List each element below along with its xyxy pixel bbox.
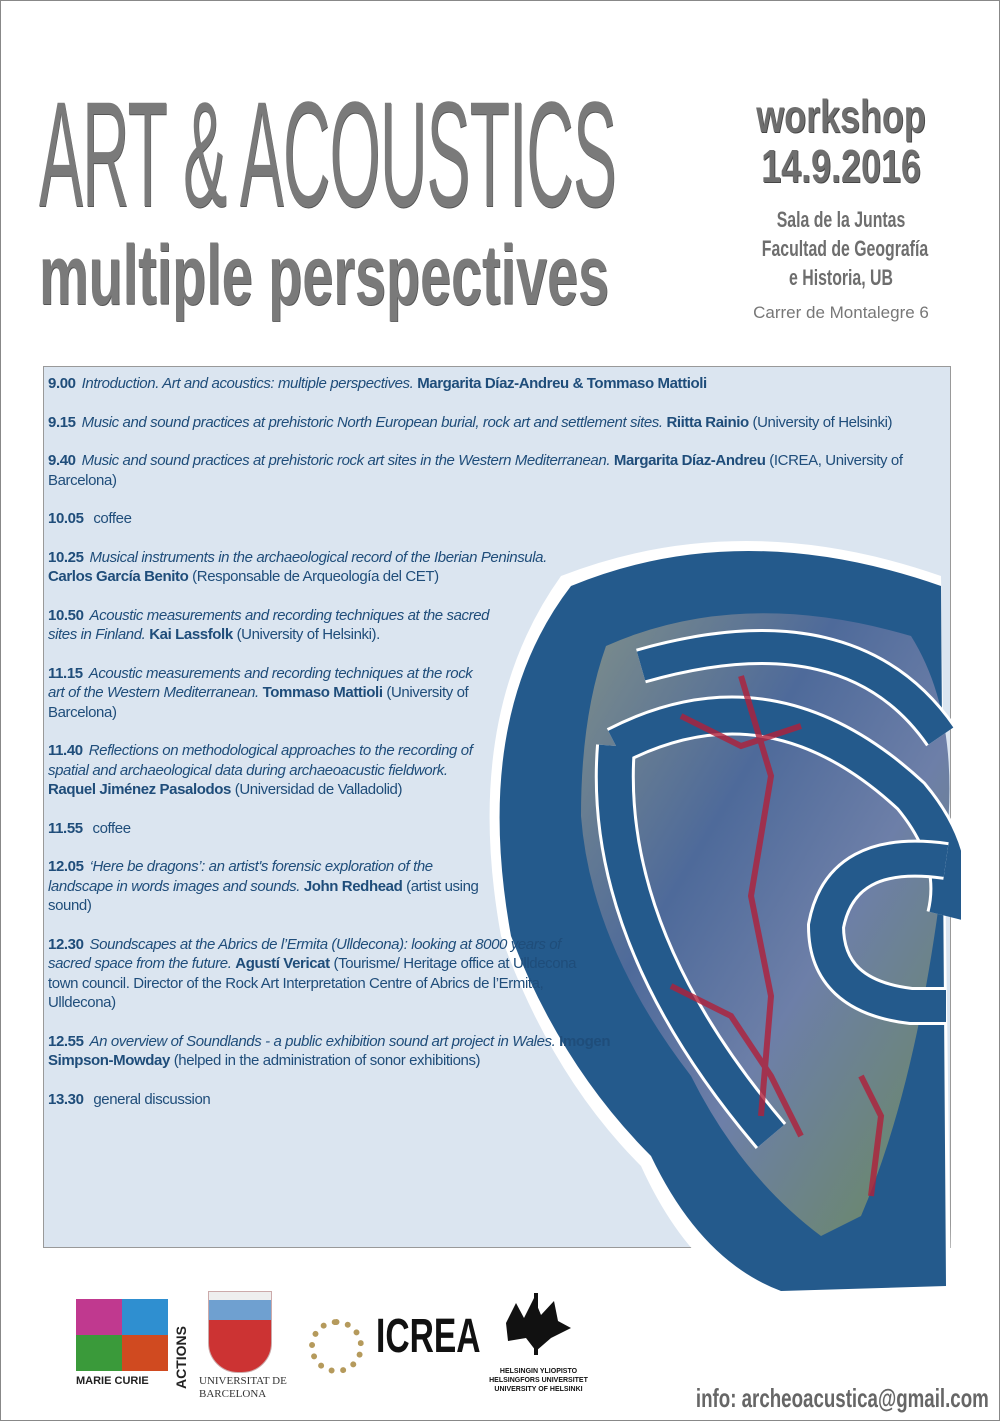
item-speaker: Raquel Jiménez Pasalodos	[48, 781, 231, 798]
item-affiliation: (ICREA, University of Barcelona)	[48, 452, 903, 489]
item-speaker: Margarita Díaz-Andreu	[613, 452, 766, 469]
item-affiliation: (Responsable de Arqueología del CET)	[192, 568, 439, 585]
item-time: 12.30	[48, 935, 84, 953]
item-speaker: John Redhead	[303, 877, 403, 895]
item-title: Acoustic measurements and recording tech…	[48, 664, 473, 702]
item-title: An overview of Soundlands - a public exh…	[89, 1032, 556, 1050]
icrea-icon	[309, 1319, 364, 1374]
item-title: Acoustic measurements and recording tech…	[48, 606, 490, 644]
venue-line: Facultad de Geografía	[761, 236, 929, 261]
venue-line: e Historia, UB	[789, 265, 893, 290]
program-item: 10.25 Musical instruments in the archaeol…	[48, 548, 588, 587]
item-speaker: Carlos García Benito	[48, 568, 189, 585]
item-title: Reflections on methodological approaches…	[48, 742, 473, 779]
item-title: ‘Here be dragons’: an artist's forensic …	[48, 858, 433, 895]
helsinki-label-fi: HELSINGIN YLIOPISTO	[499, 1368, 578, 1375]
item-affiliation: (Tourisme/ Heritage office at Ulldecona …	[48, 955, 577, 1011]
item-title: Soundscapes at the Abrics de l’Ermita (U…	[48, 935, 561, 973]
helsinki-flame-icon	[506, 1293, 571, 1355]
item-time: 9.15	[48, 413, 76, 431]
event-date: 14.9.2016	[761, 140, 921, 192]
item-speaker: Kai Lassfolk	[149, 626, 233, 643]
item-speaker: Tommaso Mattioli	[262, 684, 383, 701]
item-time: 11.40	[48, 742, 83, 759]
item-title: Music and sound practices at prehistoric…	[81, 413, 663, 431]
venue-line: Sala de la Juntas	[776, 207, 906, 232]
item-affiliation: (Universidad de Valladolid)	[234, 781, 403, 798]
venue-address: Carrer de Montalegre 6	[753, 303, 929, 322]
program-item: 9.00 Introduction. Art and acoustics: mul…	[48, 374, 938, 394]
item-affiliation: (University of Helsinki).	[236, 626, 381, 643]
item-affiliation: general discussion	[93, 1090, 211, 1108]
program-list: 9.00 Introduction. Art and acoustics: mul…	[48, 374, 938, 1128]
marie-curie-actions-label: ACTIONS	[173, 1326, 189, 1389]
item-speaker: Riitta Rainio	[666, 413, 749, 431]
helsinki-label-sv: HELSINGFORS UNIVERSITET	[489, 1377, 588, 1384]
item-affiliation: (helped in the administration of sonor e…	[173, 1052, 481, 1069]
program-item: 12.05‘Here be dragons’: an artist's fore…	[48, 857, 498, 916]
poster-subtitle: multiple perspectives	[39, 228, 609, 322]
item-speaker: Imogen Simpson-Mowday	[48, 1032, 611, 1070]
university-barcelona-crest	[208, 1291, 272, 1373]
item-time: 13.30	[48, 1090, 84, 1108]
item-time: 12.05	[48, 858, 84, 875]
item-time: 10.05	[48, 510, 84, 527]
icrea-logo: ICREA	[376, 1310, 481, 1363]
poster-title: ART & ACOUSTICS	[39, 70, 617, 238]
ear-illustration	[489, 541, 961, 1306]
item-time: 11.15	[48, 664, 83, 682]
item-affiliation: (artist using sound)	[48, 877, 479, 915]
item-affiliation: (University of Helsinki)	[752, 413, 893, 431]
program-item: 9.15 Music and sound practices at prehist…	[48, 413, 938, 433]
program-item: 9.40 Music and sound practices at prehist…	[48, 451, 938, 490]
item-affiliation: (University of Barcelona)	[48, 684, 469, 721]
program-item: 10.05 coffee	[48, 509, 468, 529]
item-time: 10.50	[48, 606, 84, 624]
helsinki-label-en: UNIVERSITY OF HELSINKI	[494, 1386, 583, 1393]
item-speaker: Agustí Vericat	[235, 955, 330, 972]
university-barcelona-label: UNIVERSITAT DE BARCELONA	[199, 1375, 287, 1400]
item-time: 10.25	[48, 548, 84, 566]
marie-curie-logo	[76, 1299, 168, 1371]
contact-email: info: archeoacustica@gmail.com	[696, 1383, 989, 1413]
event-type: workshop	[756, 90, 926, 142]
program-item: 12.55 An overview of Soundlands - a publi…	[48, 1032, 623, 1071]
helsinki-label: HELSINGIN YLIOPISTO HELSINGFORS UNIVERSI…	[481, 1367, 596, 1394]
marie-curie-label: MARIE CURIE	[76, 1375, 149, 1387]
item-affiliation: coffee	[93, 510, 132, 527]
item-title: Music and sound practices at prehistoric…	[81, 452, 611, 469]
sponsor-logos: MARIE CURIE ACTIONS UNIVERSITAT DE BARCE…	[1, 1291, 701, 1401]
item-speaker: Margarita Díaz-Andreu & Tommaso Mattioli	[417, 375, 707, 392]
item-time: 9.00	[48, 375, 76, 392]
item-title: Introduction. Art and acoustics: multipl…	[81, 375, 414, 392]
item-time: 12.55	[48, 1032, 84, 1050]
item-affiliation: coffee	[92, 819, 132, 837]
item-time: 9.40	[48, 452, 76, 469]
item-title: Musical instruments in the archaeologica…	[89, 548, 548, 566]
program-item: 13.30 general discussion	[48, 1090, 468, 1110]
program-item: 11.55 coffee	[48, 819, 468, 839]
item-time: 11.55	[48, 819, 83, 837]
